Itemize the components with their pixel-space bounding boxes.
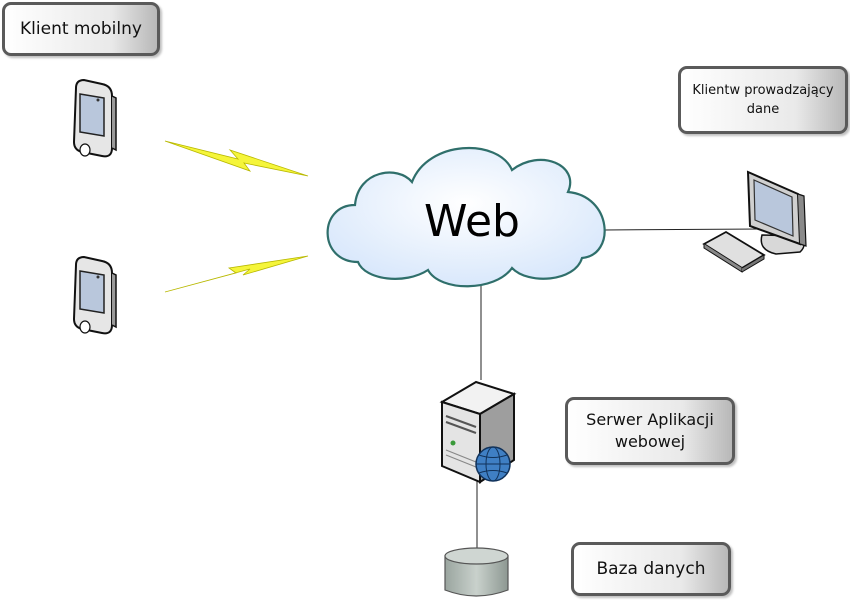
monitor-keyboard-icon <box>702 170 807 273</box>
lightning-bolt-icon <box>164 140 309 177</box>
data-entry-client-line2: dane <box>746 102 780 117</box>
pda-icon <box>72 78 117 158</box>
cloud-icon <box>326 146 606 288</box>
web-cloud: Web <box>326 146 606 288</box>
server-globe-icon <box>439 380 517 484</box>
app-server-line1: Serwer Aplikacji <box>586 410 714 429</box>
cloud-label: Web <box>424 196 520 247</box>
lightning-bolt-icon <box>164 255 309 293</box>
app-server-line2: webowej <box>614 432 686 451</box>
database-cylinder-icon <box>444 547 509 597</box>
mobile-client-label: Klient mobilny <box>2 2 160 56</box>
data-entry-client-label: Klientw prowadzający dane <box>678 66 848 134</box>
database-label: Baza danych <box>571 542 731 596</box>
app-server-label: Serwer Aplikacji webowej <box>565 397 735 465</box>
mobile-client-text: Klient mobilny <box>20 19 142 39</box>
pda-icon <box>72 255 117 335</box>
link-web-desktop <box>603 228 763 231</box>
data-entry-client-line1: Klientw prowadzający <box>692 83 834 98</box>
database-text: Baza danych <box>596 559 706 579</box>
